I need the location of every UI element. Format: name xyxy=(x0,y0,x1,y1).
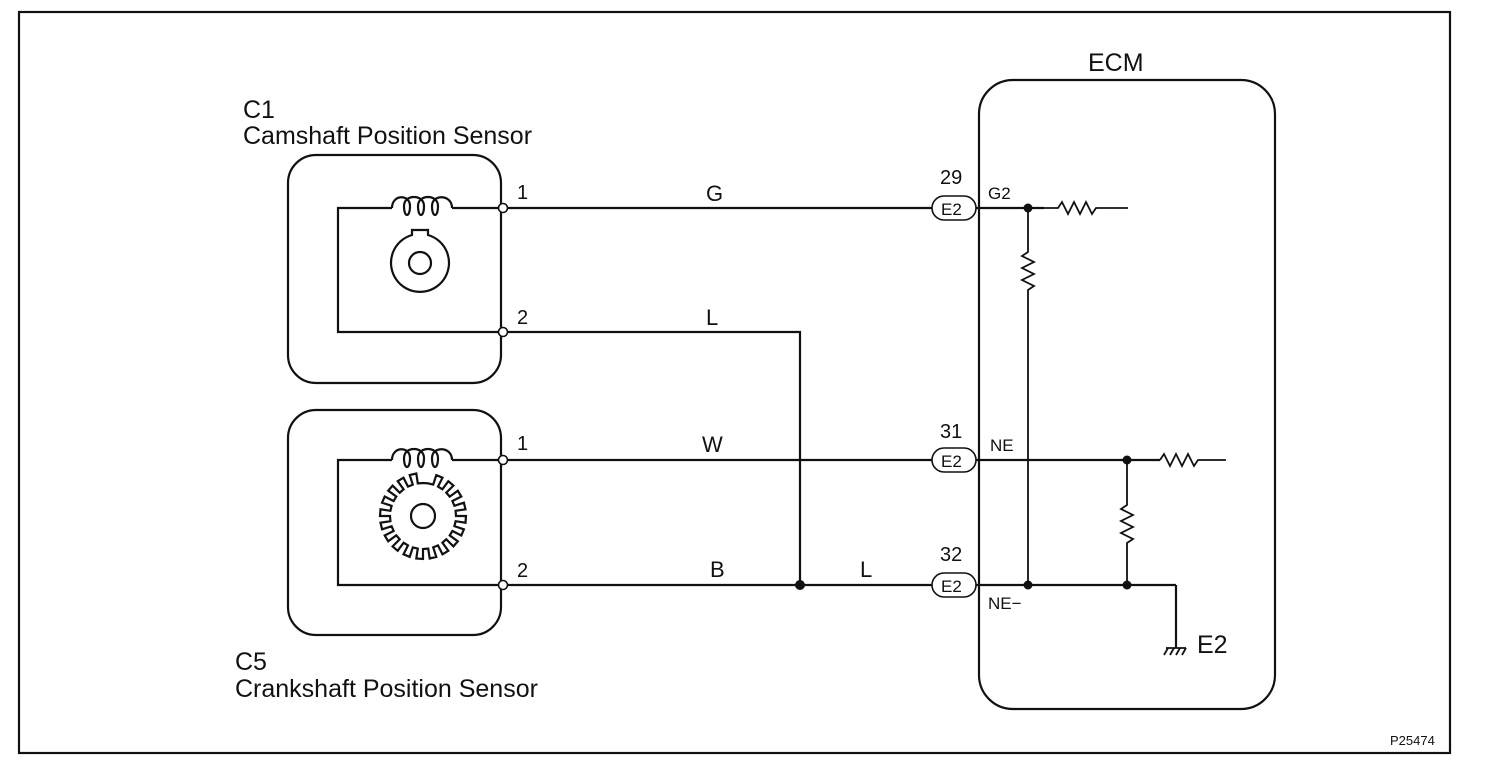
ecm-ne-minus-junction-a xyxy=(1023,580,1033,590)
camshaft-pin-2-label: 2 xyxy=(517,307,528,329)
ecm-g2-pull-resistor-icon xyxy=(1019,208,1037,585)
crankshaft-sensor: C5 Crankshaft Position Sensor 1 2 xyxy=(235,408,538,703)
figure-ref-code: P25474 xyxy=(1390,733,1435,748)
wire-color-b: B xyxy=(710,557,725,582)
camshaft-rotor-hub-icon xyxy=(407,250,433,276)
ecm-g2-series-resistor-icon xyxy=(1044,199,1128,217)
camshaft-internal-wire xyxy=(336,206,503,334)
ground-icon xyxy=(1163,647,1187,656)
ecm-pin-31: 31 E2 NE xyxy=(931,421,1014,473)
crankshaft-sensor-code: C5 xyxy=(235,648,267,676)
ecm: ECM 29 E2 G2 31 E2 NE 32 E2 NE− xyxy=(931,49,1277,711)
diagram-frame xyxy=(17,10,1452,755)
splice-junction xyxy=(795,580,805,590)
ecm-pin-31-number: 31 xyxy=(940,421,962,443)
crankshaft-coil-icon xyxy=(390,447,454,469)
camshaft-sensor-name: Camshaft Position Sensor xyxy=(243,122,532,150)
crankshaft-gear-hub-icon xyxy=(409,502,437,530)
crankshaft-gear-icon xyxy=(378,472,468,561)
crankshaft-terminal-1 xyxy=(497,454,509,466)
crankshaft-sensor-housing xyxy=(286,408,503,637)
camshaft-sensor-housing xyxy=(286,153,503,385)
ecm-ne-minus-junction-b xyxy=(1122,580,1132,590)
crankshaft-internal-wire xyxy=(336,458,503,587)
wire-color-l-ecm: L xyxy=(860,557,872,582)
camshaft-coil-icon xyxy=(390,195,454,217)
ecm-signal-ne-minus: NE− xyxy=(988,594,1022,613)
ecm-signal-g2: G2 xyxy=(988,184,1011,203)
connector-e2-label-29: E2 xyxy=(941,200,962,219)
wire-color-w: W xyxy=(702,432,723,457)
wire-cam-pin2-return xyxy=(507,330,802,585)
camshaft-terminal-2 xyxy=(497,326,509,338)
harness: G L W B L xyxy=(507,181,932,590)
ecm-signal-ne: NE xyxy=(990,436,1014,455)
camshaft-rotor-icon xyxy=(389,228,451,293)
wire-color-g: G xyxy=(706,181,723,206)
ecm-pin-29: 29 E2 G2 xyxy=(931,167,1011,221)
ground-label: E2 xyxy=(1197,631,1228,659)
connector-e2-label-31: E2 xyxy=(941,452,962,471)
ecm-pin-32: 32 E2 NE− xyxy=(931,544,1022,613)
ecm-housing xyxy=(977,78,1277,711)
crankshaft-sensor-name: Crankshaft Position Sensor xyxy=(235,675,538,703)
ecm-ne-pull-resistor-icon xyxy=(1118,460,1136,585)
ecm-ne-series-resistor-icon xyxy=(1159,451,1226,469)
crankshaft-pin-2-label: 2 xyxy=(517,560,528,582)
camshaft-sensor-code: C1 xyxy=(243,96,275,124)
crankshaft-terminal-2 xyxy=(497,579,509,591)
crankshaft-pin-1-label: 1 xyxy=(517,433,528,455)
ecm-pin-32-number: 32 xyxy=(940,544,962,566)
connector-e2-label-32: E2 xyxy=(941,577,962,596)
camshaft-pin-1-label: 1 xyxy=(517,182,528,204)
ecm-title: ECM xyxy=(1088,49,1144,77)
wire-color-l-cam: L xyxy=(706,305,718,330)
camshaft-sensor: C1 Camshaft Position Sensor 1 2 xyxy=(243,96,532,385)
camshaft-terminal-1 xyxy=(497,202,509,214)
ecm-pin-29-number: 29 xyxy=(940,167,962,189)
